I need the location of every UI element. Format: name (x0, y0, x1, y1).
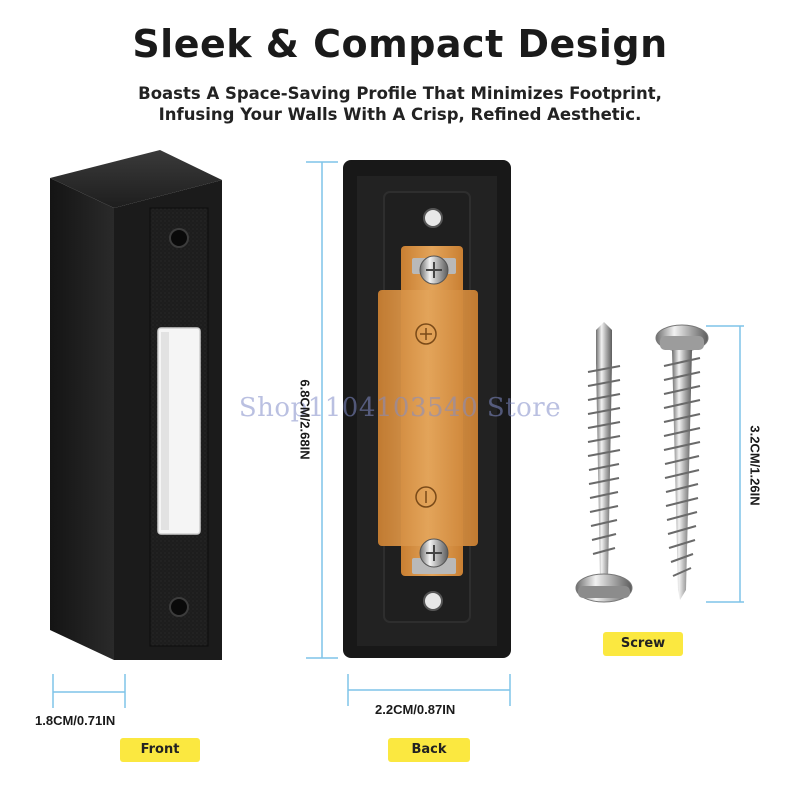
front-width-dimension (52, 674, 126, 708)
pcb-plus-symbol-icon (415, 323, 437, 345)
screw-length-dimension (706, 325, 744, 603)
pcb-minus-symbol-icon (415, 486, 437, 508)
back-doorbell-view (343, 160, 511, 658)
page-title: Sleek & Compact Design (132, 22, 668, 66)
back-top-screw-hole-icon (423, 208, 443, 228)
front-housing-side (50, 178, 114, 660)
front-bottom-screw-hole-icon (169, 597, 189, 617)
screw-label-tag: Screw (603, 632, 683, 656)
bottom-terminal-screw-icon (412, 538, 456, 574)
back-label-tag: Back (388, 738, 470, 762)
screw-left-icon (575, 322, 633, 603)
store-watermark: Shop1104103540 Store (238, 393, 562, 423)
front-housing-top (50, 150, 222, 208)
back-bottom-screw-hole-icon (423, 591, 443, 611)
screw-length-label: 3.2CM/1.26IN (747, 425, 763, 506)
height-label: 6.8CM/2.68IN (297, 379, 313, 460)
top-terminal-screw-icon (412, 255, 456, 285)
height-dimension (306, 161, 338, 659)
subtitle-line-1: Boasts A Space-Saving Profile That Minim… (138, 84, 662, 103)
back-width-label: 2.2CM/0.87IN (375, 702, 456, 717)
front-width-label: 1.8CM/0.71IN (35, 713, 116, 728)
front-label-tag: Front (120, 738, 200, 762)
front-top-screw-hole-icon (169, 228, 189, 248)
subtitle-line-2: Infusing Your Walls With A Crisp, Refine… (158, 105, 642, 124)
front-doorbell-view (50, 150, 222, 660)
screw-right-icon (655, 324, 709, 600)
back-width-dimension (347, 674, 511, 706)
